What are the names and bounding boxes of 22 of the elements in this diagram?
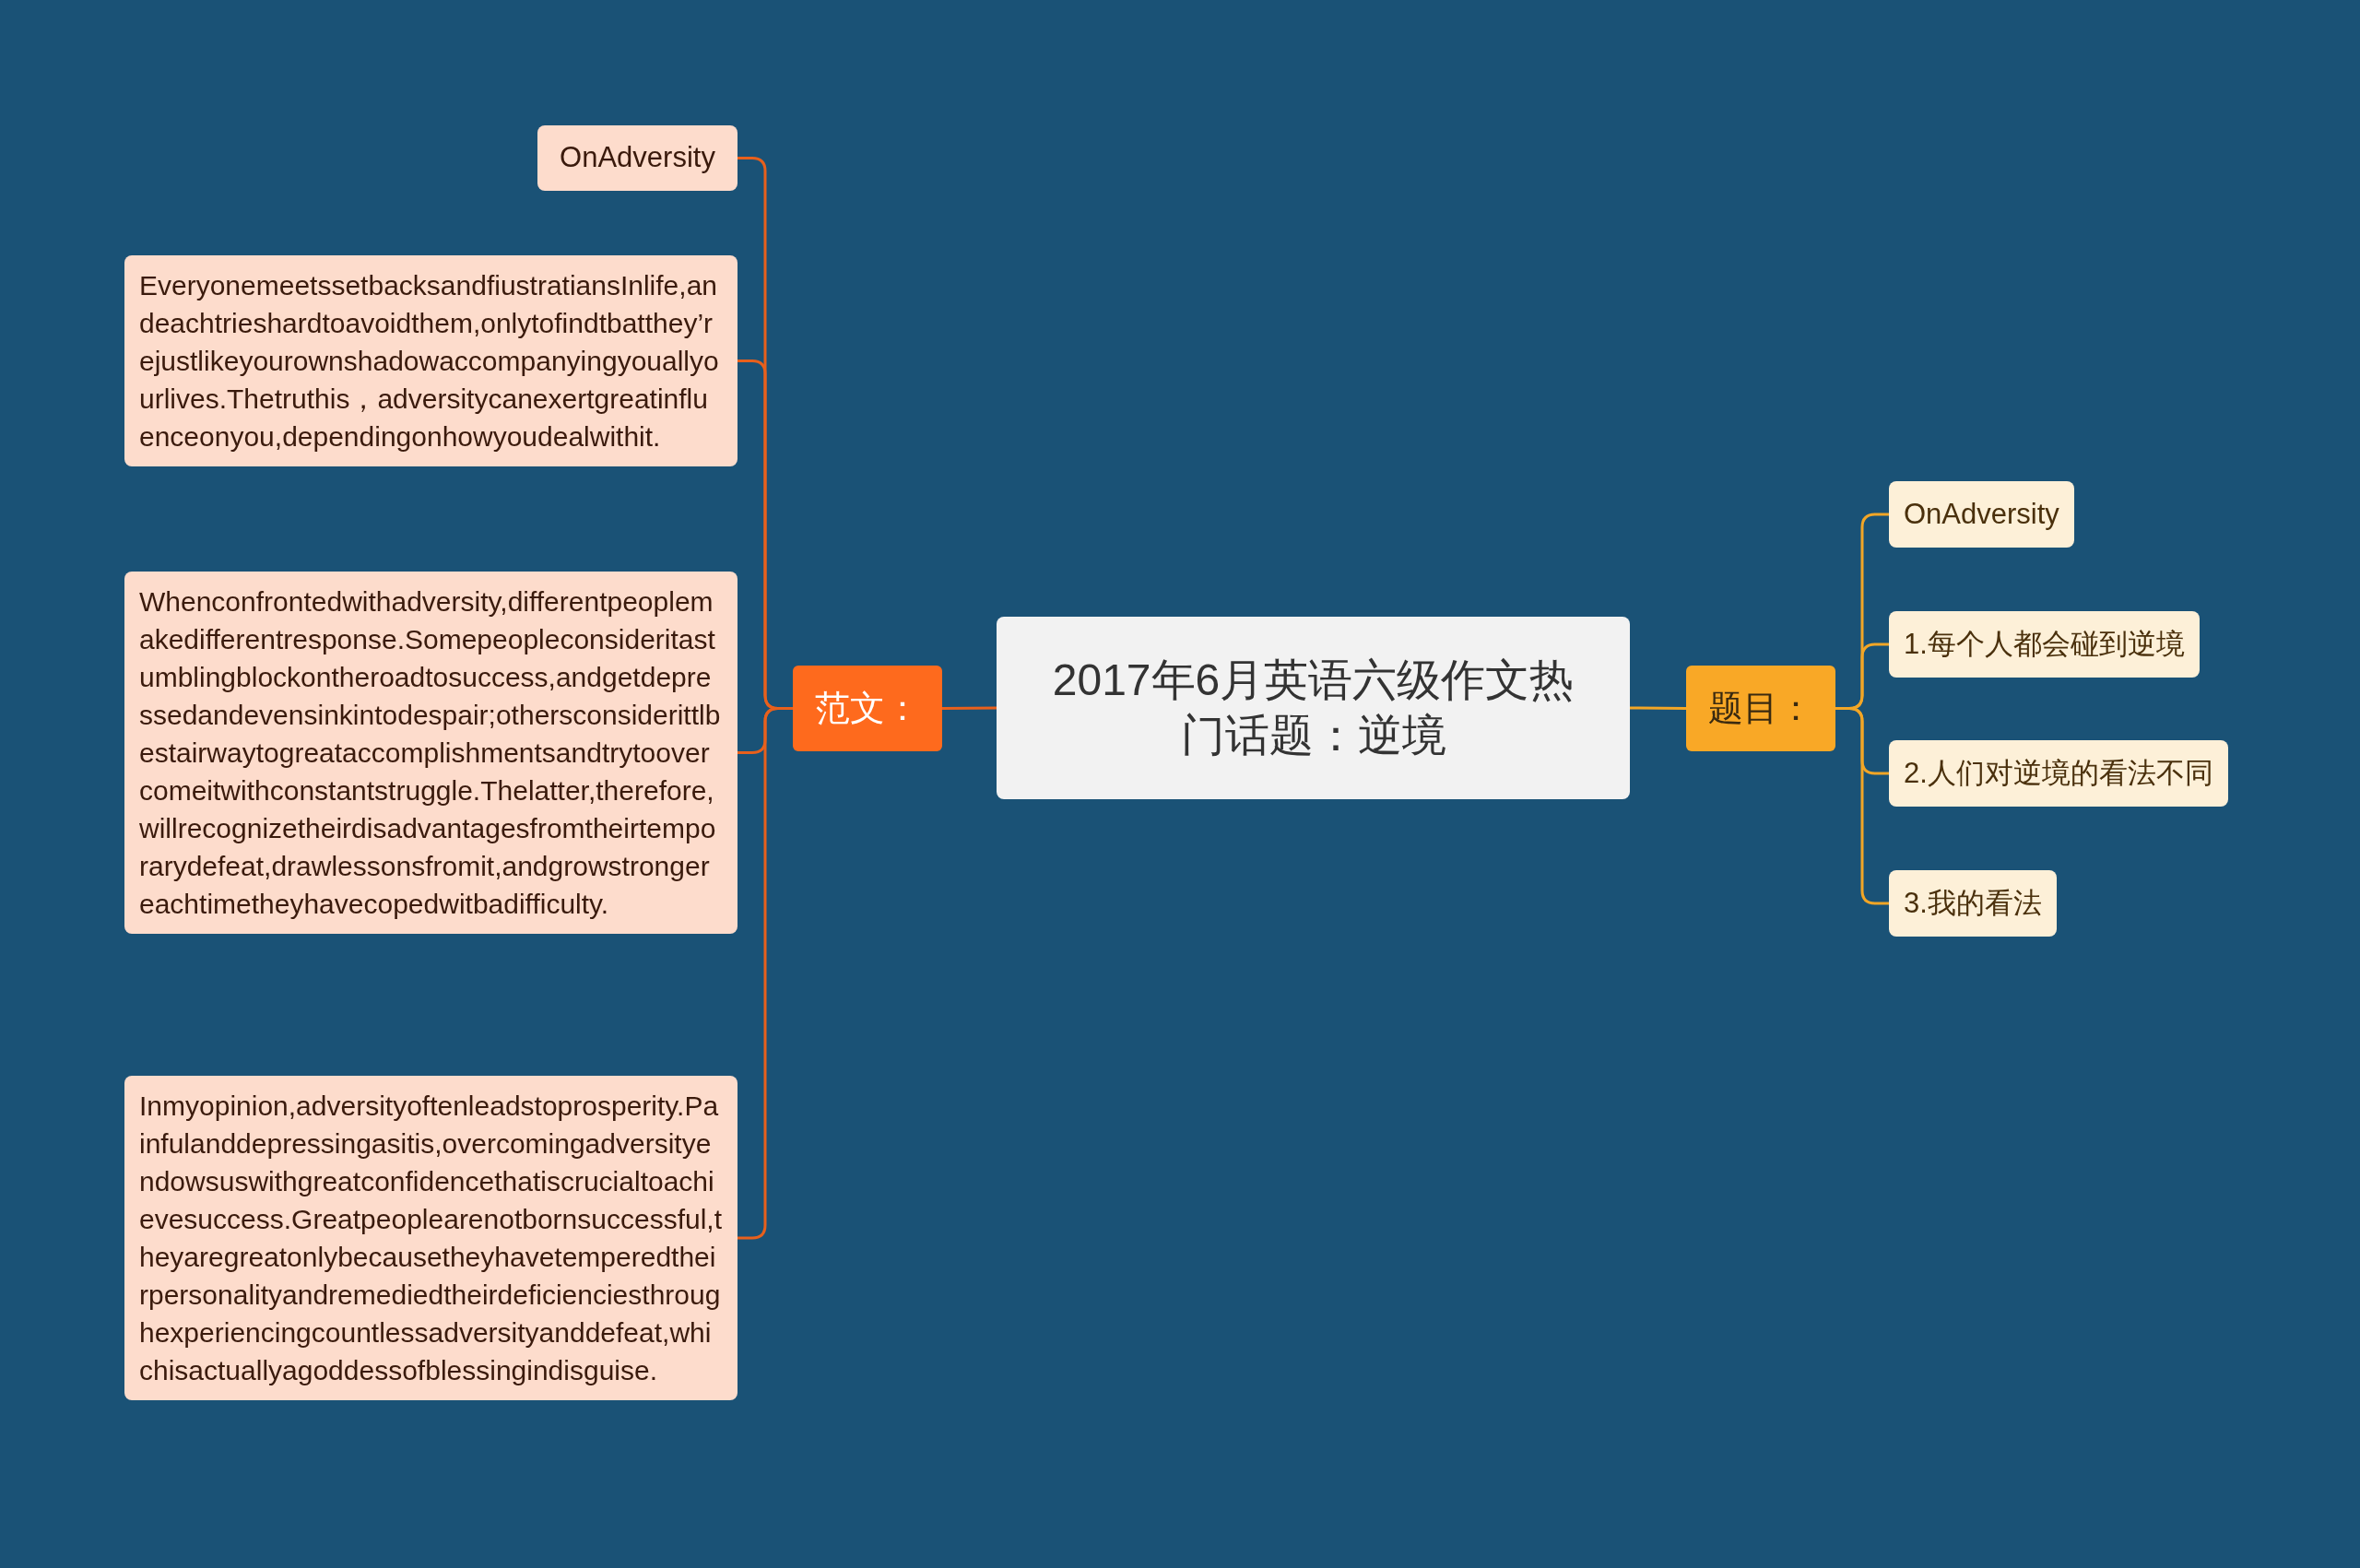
branch-box: [1686, 666, 1835, 751]
root-topic-box: [997, 617, 1630, 799]
node-text: 3.我的看法: [1904, 885, 2042, 921]
paragraph-box: [124, 255, 738, 466]
connector-line: [942, 706, 997, 710]
node-text: 2017年6月英语六级作文热门话题：逆境: [1051, 654, 1575, 761]
branch-box: [793, 666, 942, 751]
node-text: Whenconfrontedwithadversity,differentpeoplemakedifferentresponse.Somepeopleconsideritastumblingblockontheroadtosuccess,andgetdepressedandevensinkintodespair;othersconsiderittlbestairwaytogreataccomplishmentsandtrytoovercomeitwithconstantstruggle.Thelatter,therefore,willrecognizetheirdisadvantagesfromtheirtemporarydefeat,drawlessonsfromit,andgrowstrongereachtimetheyhavecopedwitbadifficulty.: [139, 585, 722, 921]
node-text: Inmyopinion,adversityoftenleadstoprosperity.Painfulanddepressingasitis,overcomingadversityendowsuswithgreatconfidencethatiscrucialtoachievesuccess.Greatpeoplearenotbornsuccessful,theyaregreatonlybecausetheyhavetemperedtheirpersonalityandremediedtheirdeficienciesthroughexperiencingcountlessadversityanddefeat,whichisactuallyagoddessofblessingindisguise.: [139, 1090, 723, 1387]
topic-box: [1889, 740, 2228, 807]
node-text: OnAdversity: [560, 140, 715, 176]
topic-box: [1889, 481, 2074, 548]
connector-line: [1630, 706, 1686, 710]
node-text: EveryonemeetssetbacksandfiustratiansInlife,andeachtrieshardtoavoidthem,onlytofindtbatthey’rejustlikeyourownshadowaccompanyingyouallyourlives.Thetruthis，adversitycanexertgreatinfluenceonyou,dependingonhowyoudealwithit.: [139, 269, 720, 454]
node-text: 题目：: [1708, 688, 1813, 729]
node-text: 范文：: [815, 688, 920, 729]
topic-box: [537, 125, 738, 191]
node-text: 1.每个人都会碰到逆境: [1904, 626, 2185, 662]
node-text: 2.人们对逆境的看法不同: [1904, 755, 2213, 791]
node-text: OnAdversity: [1904, 496, 2059, 532]
topic-box: [1889, 611, 2200, 678]
topic-box: [1889, 870, 2057, 937]
